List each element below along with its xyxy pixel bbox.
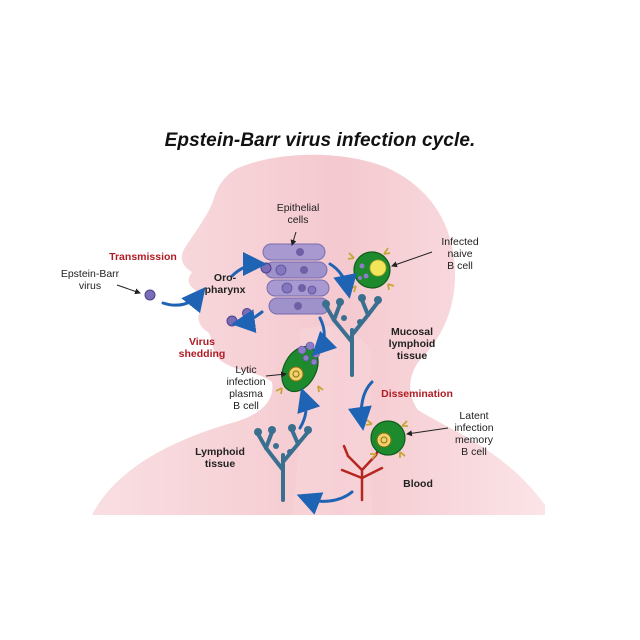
arrow-to-plasma-cell [311,316,338,357]
label-dissemination: Dissemination [381,388,453,400]
epithelial-cell-stack [262,243,330,315]
label-infected-naive-b-cell: Infected naive B cell [441,236,479,272]
label-blood: Blood [403,478,433,490]
infected-naive-b-cell [347,247,395,293]
label-transmission: Transmission [109,251,177,263]
lytic-plasma-b-cell [275,341,324,395]
latent-memory-b-cell [365,419,408,460]
arrow-blood-to-lymphoid [296,490,354,515]
label-lytic-infection-plasma-b-cell: Lytic infection plasma B cell [226,364,266,412]
virus-particle-transmission [144,289,156,301]
arrow-transmission [161,286,206,314]
label-virus-shedding: Virus shedding [178,336,226,360]
leader-lines [116,231,449,437]
label-mucosal-lymphoid-tissue: Mucosal lymphoid tissue [388,326,436,362]
label-latent-infection-memory-b-cell: Latent infection memory B cell [454,410,494,458]
label-epstein-barr-virus: Epstein-Barr virus [60,268,120,292]
arrow-to-naive-b-cell [328,262,357,299]
arrow-lymphoid-to-plasma [297,387,321,430]
virus-particle-shedding-2 [242,308,252,318]
virus-particle-shedding [226,315,238,327]
virus-particle-oropharynx [260,262,272,274]
arrow-dissemination [348,380,374,431]
label-oropharynx: Oro- pharynx [204,272,246,296]
arrow-to-epithelium [230,252,267,278]
arrow-shedding [231,309,264,334]
label-lymphoid-tissue: Lymphoid tissue [195,446,245,470]
process-arrows [161,252,374,515]
label-epithelial-cells: Epithelial cells [276,202,320,226]
diagram-title: Epstein-Barr virus infection cycle. [164,130,476,151]
